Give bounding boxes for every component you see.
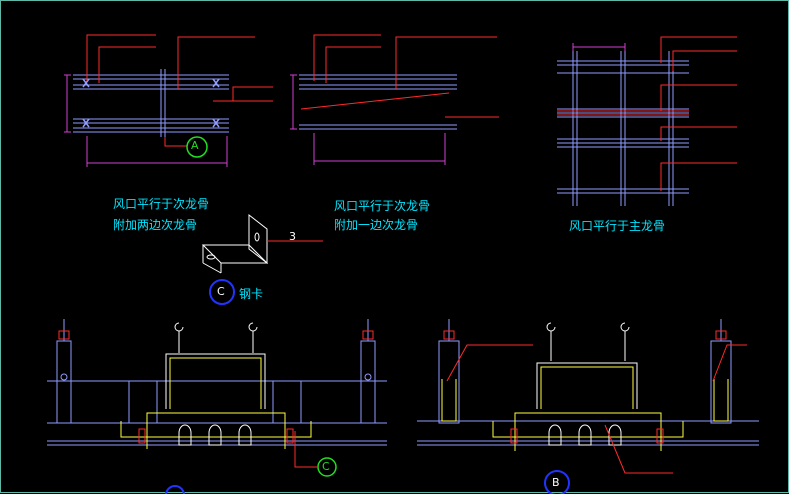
- plan-b-leaders: [300, 34, 499, 118]
- plan-a-crosses: [82, 78, 220, 128]
- marker-c-section-circle: [317, 457, 337, 477]
- section-left: [47, 319, 387, 468]
- marker-b-circle: [544, 470, 570, 494]
- marker-a-label: A: [191, 139, 199, 152]
- marker-c-section-label: C: [322, 460, 330, 473]
- caption-b-line2: 附加一边次龙骨: [334, 218, 419, 232]
- caption-b-line1: 风口平行于次龙骨: [334, 199, 431, 213]
- plan-a: [73, 69, 229, 137]
- section-left-marker-partial: [165, 485, 185, 494]
- plan-a-dimensions: [64, 74, 228, 167]
- bracket-part-number: 3: [289, 230, 296, 243]
- marker-c-bracket-circle: [209, 279, 235, 305]
- plan-c-dimension: [572, 43, 626, 51]
- caption-c: 风口平行于主龙骨: [569, 219, 666, 233]
- caption-a-line2: 附加两边次龙骨: [113, 218, 198, 232]
- plan-b: [299, 74, 457, 130]
- plan-a-leaders: [86, 34, 273, 147]
- plan-b-dimensions: [290, 74, 446, 165]
- plan-c: [557, 51, 689, 206]
- section-right: [417, 319, 759, 474]
- marker-a-circle: [186, 136, 208, 158]
- bracket-label: 钢卡: [239, 287, 264, 301]
- plan-c-leaders: [557, 36, 737, 191]
- steel-bracket: [201, 213, 269, 274]
- marker-c-bracket-label: C: [217, 285, 225, 298]
- caption-a-line1: 风口平行于次龙骨: [113, 197, 210, 211]
- marker-b-label: B: [552, 476, 560, 489]
